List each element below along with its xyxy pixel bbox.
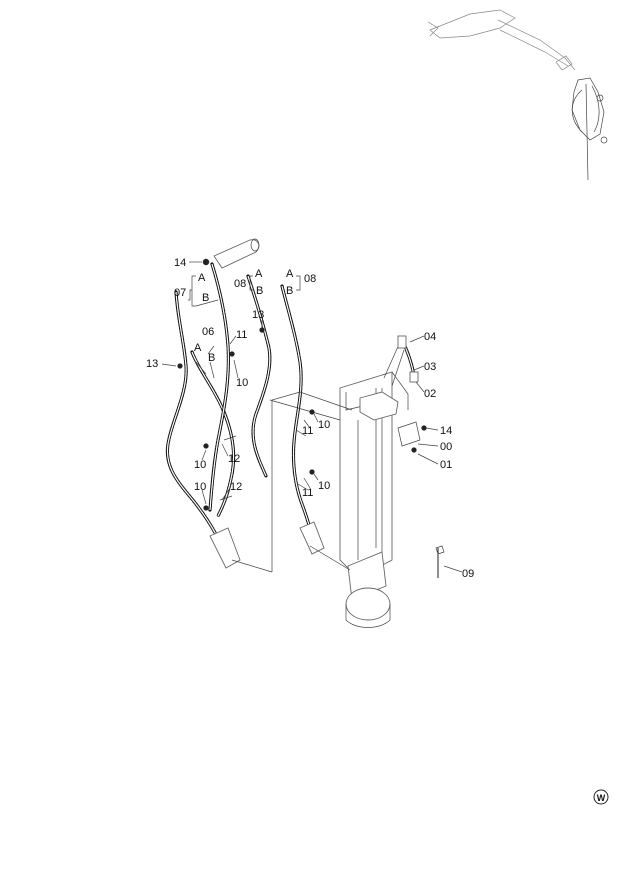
callout-13-top: 13 (252, 309, 264, 321)
callout-12-lower: 12 (230, 481, 242, 493)
callout-11-mid-right: 11 (302, 425, 313, 437)
callout-07-b: B (202, 292, 209, 304)
callout-08-right-a: A (286, 268, 294, 280)
callout-10-mid-left: 10 (194, 459, 206, 471)
callout-12-upper: 12 (228, 453, 240, 465)
callout-13-left: 13 (146, 358, 158, 370)
callout-08-right: 08 (304, 273, 316, 285)
callout-09: 09 (462, 568, 474, 580)
callout-07-a: A (198, 272, 206, 284)
callout-07: 07 (174, 287, 186, 299)
callout-08-left: 08 (234, 278, 246, 290)
hydraulic-cylinder (339, 341, 421, 628)
callout-14-right: 14 (440, 425, 452, 437)
callout-06: 06 (202, 326, 214, 338)
hose-08-left (246, 274, 272, 478)
callout-14-top: 14 (174, 257, 186, 269)
callout-08-left-a: A (255, 268, 263, 280)
excavator-arm-inset (427, 9, 608, 181)
callout-04: 04 (424, 331, 436, 343)
callout-10-top: 10 (236, 377, 248, 389)
callout-08-left-b: B (256, 285, 263, 297)
callout-01: 01 (440, 459, 452, 471)
callout-10-mid-right: 10 (318, 419, 330, 431)
callout-02: 02 (424, 388, 436, 400)
callout-11-top: 11 (236, 329, 247, 341)
callout-00: 00 (440, 441, 452, 453)
callout-11-low-right: 11 (302, 487, 313, 499)
callout-labels: 14 A 07 B 08 A B A B 08 13 11 06 A B 13 … (146, 257, 474, 580)
callout-03: 03 (424, 361, 436, 373)
leader-lines (161, 261, 463, 573)
callout-10-low-right: 10 (318, 480, 330, 492)
callout-06-b: B (208, 352, 215, 364)
callout-08-right-b: B (286, 285, 293, 297)
watermark-letter: W (597, 793, 606, 803)
callout-06-a: A (194, 342, 202, 354)
watermark-badge: W (593, 789, 609, 805)
callout-10-low-left: 10 (194, 481, 206, 493)
fittings (177, 238, 445, 578)
